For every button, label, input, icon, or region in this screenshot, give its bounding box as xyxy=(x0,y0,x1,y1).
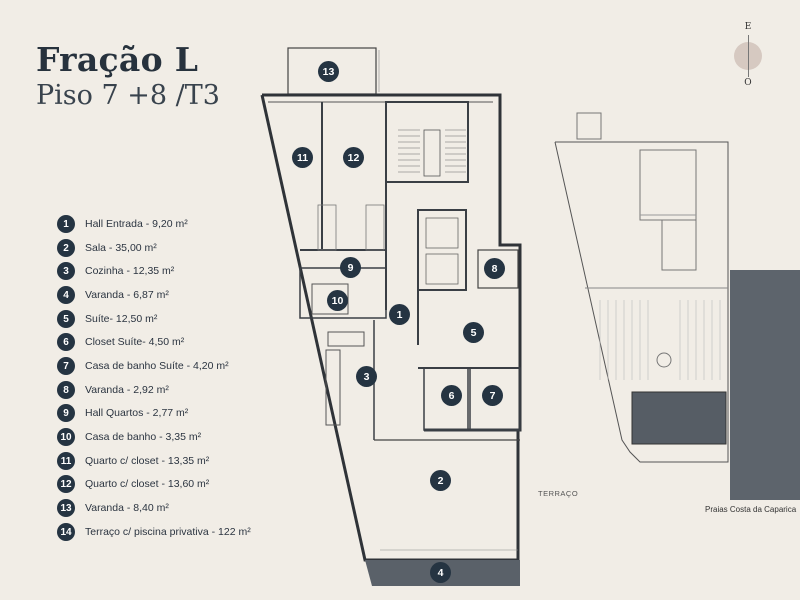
legend-number: 2 xyxy=(57,239,75,257)
legend-number: 12 xyxy=(57,475,75,493)
legend-number: 4 xyxy=(57,286,75,304)
room-badge-3: 3 xyxy=(356,366,377,387)
legend-item: 12 Quarto c/ closet - 13,60 m² xyxy=(57,475,209,493)
legend-item: 5 Suíte- 12,50 m² xyxy=(57,310,157,328)
room-badge-10: 10 xyxy=(327,290,348,311)
compass-line xyxy=(747,35,749,77)
compass: E O xyxy=(728,22,768,92)
room-badge-8: 8 xyxy=(484,258,505,279)
legend-item: 13 Varanda - 8,40 m² xyxy=(57,499,169,517)
room-badge-1: 1 xyxy=(389,304,410,325)
legend-item: 8 Varanda - 2,92 m² xyxy=(57,381,169,399)
room-badge-5: 5 xyxy=(463,322,484,343)
legend-number: 3 xyxy=(57,262,75,280)
legend-label: Quarto c/ closet - 13,35 m² xyxy=(85,455,210,467)
legend-item: 6 Closet Suíte- 4,50 m² xyxy=(57,333,184,351)
stair-core xyxy=(385,101,469,183)
room-badge-2: 2 xyxy=(430,470,451,491)
stair-well xyxy=(423,129,441,177)
legend-number: 1 xyxy=(57,215,75,233)
closet-12 xyxy=(365,204,385,251)
legend-label: Varanda - 8,40 m² xyxy=(85,502,169,514)
room-badge-7: 7 xyxy=(482,385,503,406)
location-label: Praias Costa da Caparica xyxy=(705,505,797,514)
legend-label: Casa de banho - 3,35 m² xyxy=(85,431,202,443)
legend-label: Hall Quartos - 2,77 m² xyxy=(85,407,189,419)
balcony-8-outline xyxy=(477,249,519,289)
legend-number: 6 xyxy=(57,333,75,351)
legend-item: 2 Sala - 35,00 m² xyxy=(57,239,157,257)
room-badge-9: 9 xyxy=(340,257,361,278)
room-badge-6: 6 xyxy=(441,385,462,406)
page-subtitle: Piso 7 +8 /T3 xyxy=(36,80,220,111)
legend-number: 10 xyxy=(57,428,75,446)
neighbor-roof xyxy=(730,270,800,500)
legend-item: 4 Varanda - 6,87 m² xyxy=(57,286,169,304)
legend-label: Varanda - 6,87 m² xyxy=(85,289,169,301)
elevator xyxy=(417,209,467,291)
room-badge-4: 4 xyxy=(430,562,451,583)
legend-item: 11 Quarto c/ closet - 13,35 m² xyxy=(57,452,209,470)
legend-number: 5 xyxy=(57,310,75,328)
legend-number: 7 xyxy=(57,357,75,375)
legend-number: 9 xyxy=(57,404,75,422)
compass-west-label: O xyxy=(744,78,752,88)
legend-number: 11 xyxy=(57,452,75,470)
bathroom-10-walls xyxy=(311,283,349,315)
terrace-label: TERRAÇO xyxy=(538,489,579,498)
legend-label: Terraço c/ piscina privativa - 122 m² xyxy=(85,526,251,538)
legend-item: 9 Hall Quartos - 2,77 m² xyxy=(57,404,188,422)
legend-label: Hall Entrada - 9,20 m² xyxy=(85,218,188,230)
terrace-plan xyxy=(554,112,729,463)
legend-label: Cozinha - 12,35 m² xyxy=(85,265,175,277)
room-badge-12: 12 xyxy=(343,147,364,168)
stairs xyxy=(398,129,466,173)
compass-east-label: E xyxy=(744,22,752,32)
terrace-deck xyxy=(599,300,721,380)
legend-label: Sala - 35,00 m² xyxy=(85,242,157,254)
page-title: Fração L xyxy=(36,40,199,79)
elevator-cabin-2 xyxy=(425,253,459,285)
legend-label: Casa de banho Suíte - 4,20 m² xyxy=(85,360,229,372)
room-badge-11: 11 xyxy=(292,147,313,168)
legend-number: 8 xyxy=(57,381,75,399)
kitchen-appliances xyxy=(327,331,365,347)
legend-label: Closet Suíte- 4,50 m² xyxy=(85,336,185,348)
room-badge-13: 13 xyxy=(318,61,339,82)
legend-item: 10 Casa de banho - 3,35 m² xyxy=(57,428,201,446)
kitchen-counter xyxy=(325,349,341,426)
legend-item: 1 Hall Entrada - 9,20 m² xyxy=(57,215,188,233)
legend-label: Varanda - 2,92 m² xyxy=(85,384,169,396)
closet-11 xyxy=(317,204,337,251)
legend-number: 14 xyxy=(57,523,75,541)
legend-number: 13 xyxy=(57,499,75,517)
legend-label: Suíte- 12,50 m² xyxy=(85,313,158,325)
elevator-cabin-1 xyxy=(425,217,459,249)
legend-item: 3 Cozinha - 12,35 m² xyxy=(57,262,174,280)
legend-label: Quarto c/ closet - 13,60 m² xyxy=(85,478,210,490)
legend-item: 7 Casa de banho Suíte - 4,20 m² xyxy=(57,357,229,375)
legend-item: 14 Terraço c/ piscina privativa - 122 m² xyxy=(57,523,251,541)
